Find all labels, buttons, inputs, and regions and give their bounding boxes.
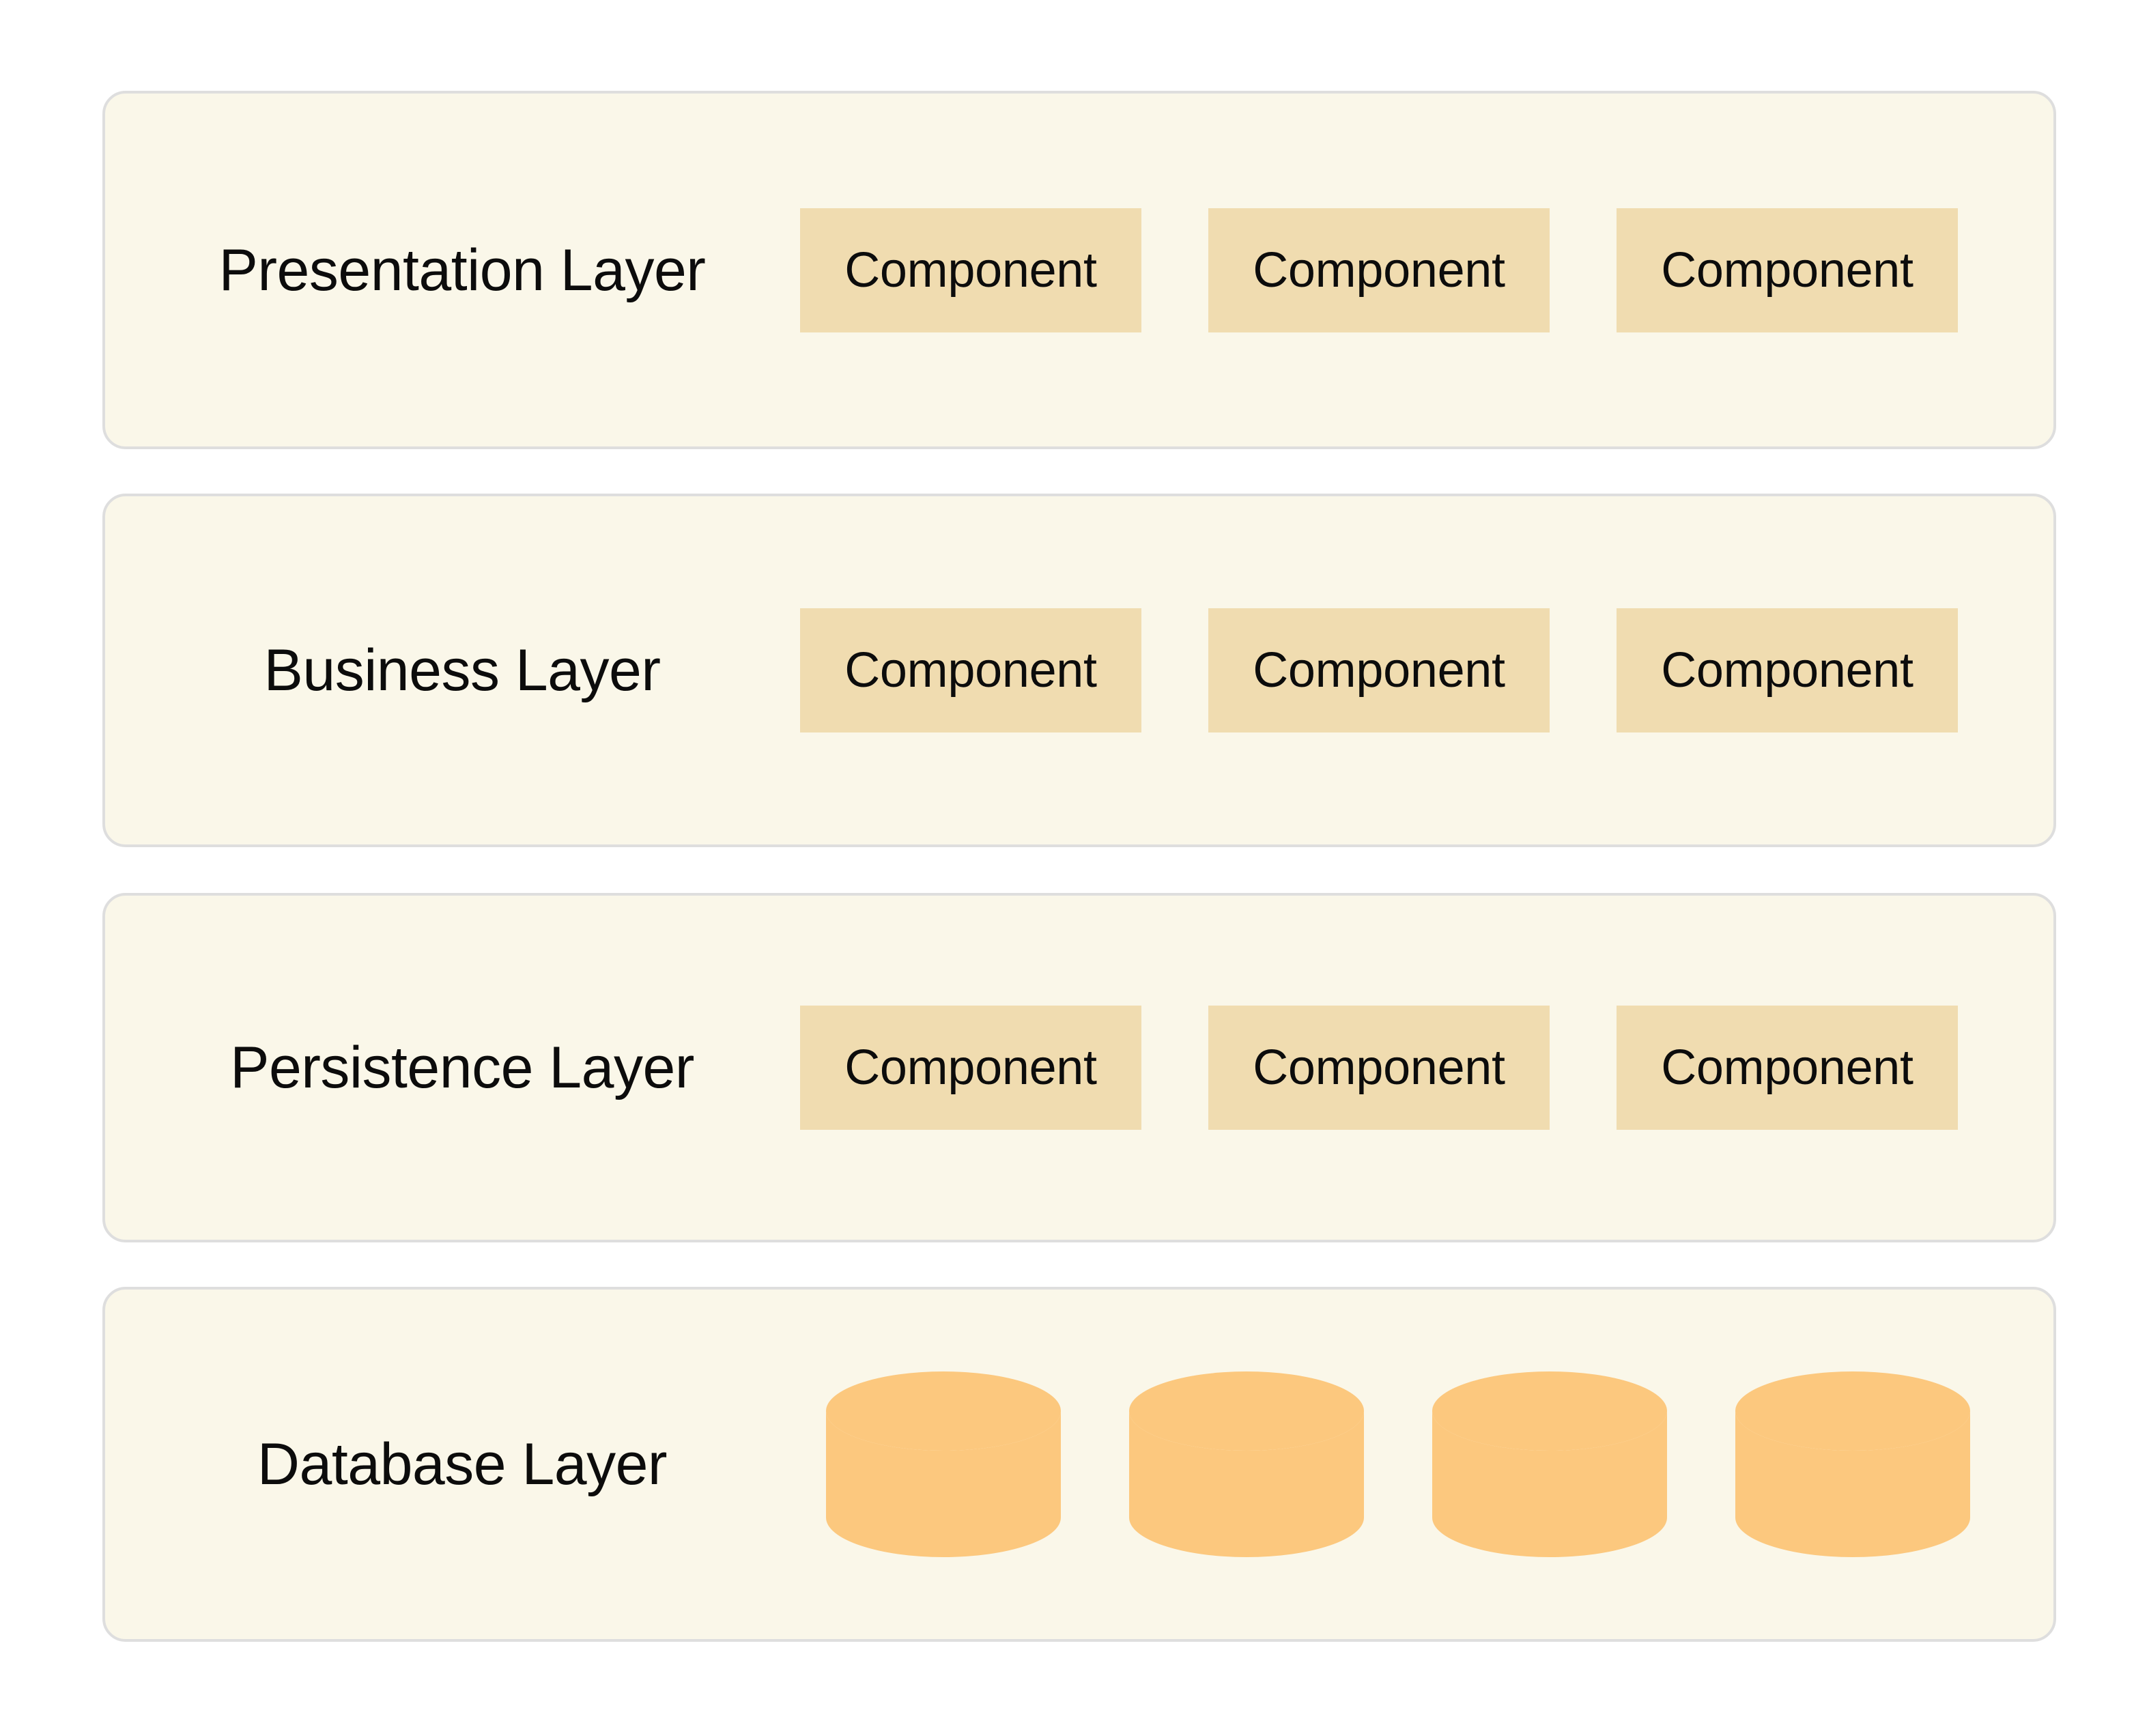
component-label: Component bbox=[1661, 242, 1913, 298]
layer-panel-persistence: Persistence Layer Component Component Co… bbox=[102, 893, 2056, 1242]
layer-title-business: Business Layer bbox=[264, 638, 661, 703]
component-row-persistence: Component Component Component bbox=[800, 1006, 1958, 1130]
component-label: Component bbox=[844, 1040, 1097, 1095]
component-label: Component bbox=[1253, 1040, 1505, 1095]
component-row-presentation: Component Component Component bbox=[800, 208, 1958, 332]
component-box[interactable]: Component bbox=[1617, 608, 1958, 732]
database-cylinder-icon[interactable] bbox=[1735, 1371, 1970, 1557]
database-cylinder-icon[interactable] bbox=[826, 1371, 1061, 1557]
component-label: Component bbox=[1253, 242, 1505, 298]
component-box[interactable]: Component bbox=[1617, 1006, 1958, 1130]
layer-title-persistence: Persistence Layer bbox=[230, 1035, 694, 1100]
layer-panel-presentation: Presentation Layer Component Component C… bbox=[102, 91, 2056, 449]
component-label: Component bbox=[844, 242, 1097, 298]
component-box[interactable]: Component bbox=[800, 608, 1141, 732]
component-box[interactable]: Component bbox=[1617, 208, 1958, 332]
component-label: Component bbox=[1253, 643, 1505, 698]
layer-panel-database: Database Layer bbox=[102, 1287, 2056, 1642]
database-row bbox=[826, 1371, 1970, 1557]
layer-title-database: Database Layer bbox=[257, 1432, 668, 1497]
database-cylinder-icon[interactable] bbox=[1129, 1371, 1364, 1557]
database-cylinder-icon[interactable] bbox=[1432, 1371, 1667, 1557]
component-box[interactable]: Component bbox=[1208, 208, 1550, 332]
layer-panel-business: Business Layer Component Component Compo… bbox=[102, 494, 2056, 847]
component-box[interactable]: Component bbox=[800, 208, 1141, 332]
component-box[interactable]: Component bbox=[800, 1006, 1141, 1130]
component-box[interactable]: Component bbox=[1208, 1006, 1550, 1130]
component-box[interactable]: Component bbox=[1208, 608, 1550, 732]
layer-title-presentation: Presentation Layer bbox=[218, 237, 706, 303]
component-row-business: Component Component Component bbox=[800, 608, 1958, 732]
component-label: Component bbox=[844, 643, 1097, 698]
component-label: Component bbox=[1661, 643, 1913, 698]
component-label: Component bbox=[1661, 1040, 1913, 1095]
